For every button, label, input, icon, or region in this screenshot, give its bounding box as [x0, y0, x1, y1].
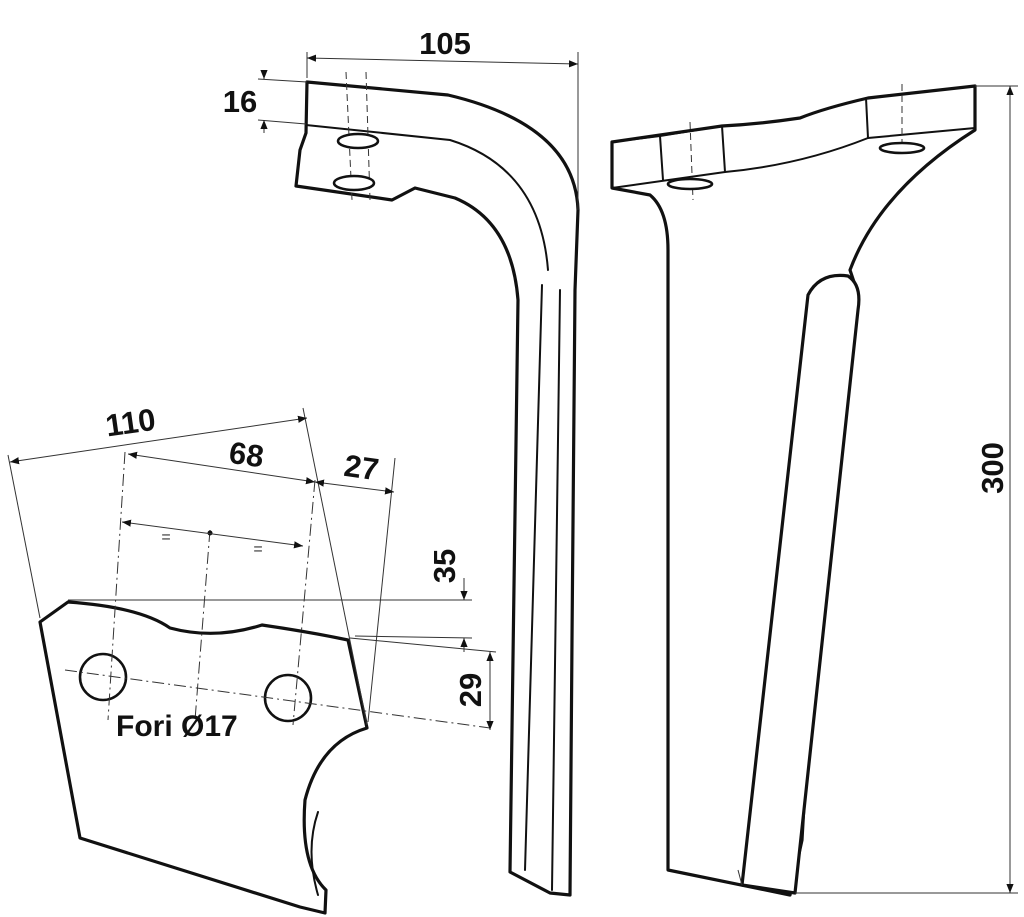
dimension-29-label: 29	[453, 673, 488, 707]
three-quarter-view-hole-1	[666, 177, 714, 191]
three-quarter-view-flange-step-1	[659, 135, 664, 181]
flange-detail-hole-centerline	[64, 669, 491, 729]
side-view-flange-edge	[305, 124, 549, 271]
flange-detail-hole-1	[78, 652, 128, 702]
dimension-300: 300	[795, 85, 1018, 894]
dimension-16: 16	[223, 70, 308, 133]
dimension-29: 29	[349, 637, 497, 730]
dimension-16-label: 16	[223, 84, 257, 119]
equal-mark-right: =	[253, 541, 262, 558]
three-quarter-view-flange-step-2	[721, 125, 726, 173]
three-quarter-view-blade	[740, 273, 861, 895]
three-quarter-view-flange-front	[611, 127, 976, 189]
equal-spacing: = =	[121, 519, 304, 558]
flange-detail-axis-1	[107, 451, 126, 721]
dimension-27: 27	[314, 448, 396, 723]
side-view-blade-bevel-inner	[551, 289, 561, 891]
side-view-outline	[294, 80, 580, 897]
dimension-105: 105	[306, 26, 579, 210]
flange-detail-outline	[38, 600, 369, 915]
three-quarter-view-hole-2	[878, 141, 926, 155]
three-quarter-view-hole-axis-1	[689, 121, 694, 201]
hole-diameter-note: Fori Ø17	[116, 710, 238, 743]
three-quarter-view	[610, 84, 977, 897]
three-quarter-view-edge-line	[737, 869, 743, 886]
dimension-68-label: 68	[227, 435, 266, 474]
dimension-110: 110	[7, 402, 368, 726]
equal-mark-left: =	[161, 529, 170, 546]
dimension-300-label: 300	[975, 442, 1010, 494]
side-view-hole-1	[336, 132, 380, 150]
dimension-35: 35	[68, 549, 473, 652]
dimension-35-label: 35	[427, 549, 462, 583]
flange-detail-bevel	[310, 811, 319, 896]
flange-detail-hole-2	[263, 673, 313, 723]
side-view-blade-bevel	[524, 284, 543, 871]
side-view-hole-2	[332, 174, 376, 192]
flange-detail	[38, 451, 491, 915]
flange-detail-axis-2	[292, 479, 316, 726]
dimension-110-label: 110	[103, 402, 157, 444]
dimension-105-label: 105	[419, 26, 471, 61]
dimension-27-label: 27	[342, 448, 381, 487]
flange-detail-axis-mid	[194, 529, 211, 721]
dimension-68: 68	[127, 435, 316, 485]
three-quarter-view-flange-step-3	[865, 97, 869, 139]
side-view	[294, 71, 580, 897]
